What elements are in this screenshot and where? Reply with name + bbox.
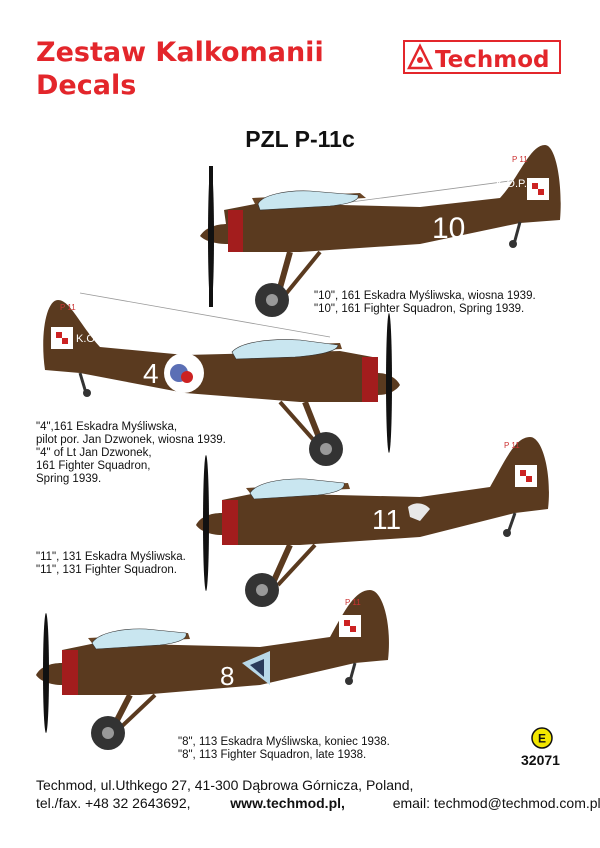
footer-phone: tel./fax. +48 32 2643692, <box>36 795 191 811</box>
aircraft-4: 4 K.O.P. P 11 <box>43 292 400 466</box>
footer-address: Techmod, ul.Uthkego 27, 41-300 Dąbrowa G… <box>36 777 414 793</box>
aircraft-profile-4: 8 P 11 <box>36 590 389 750</box>
caption-line: "4" of Lt Jan Dzwonek, <box>36 447 152 459</box>
caption-line: "11", 131 Fighter Squadron. <box>36 564 177 576</box>
aircraft-marking: K.O.P. <box>76 333 107 345</box>
tail-code: P 11 <box>504 441 520 450</box>
caption-aircraft-10: "10", 161 Eskadra Myśliwska, wiosna 1939… <box>314 290 536 316</box>
techmod-logo: Techmod <box>403 40 561 74</box>
e-mark-badge: E <box>531 727 553 749</box>
caption-aircraft-4: "4",161 Eskadra Myśliwska, pilot por. Ja… <box>36 421 226 486</box>
tail-code: P 11 <box>345 598 361 607</box>
aircraft-8: 8 P 11 <box>36 590 389 750</box>
aircraft-number: 8 <box>220 661 234 691</box>
page-title: Zestaw Kalkomanii Decals <box>36 36 324 102</box>
caption-line: Spring 1939. <box>36 473 102 485</box>
caption-line: "10", 161 Eskadra Myśliwska, wiosna 1939… <box>314 290 536 302</box>
footer-email[interactable]: email: techmod@techmod.com.pl <box>392 795 600 811</box>
model-name: PZL P-11c <box>245 126 355 152</box>
e-mark-letter: E <box>538 732 546 746</box>
aircraft-marking: K.O.P. <box>496 178 527 190</box>
footer: Techmod, ul.Uthkego 27, 41-300 Dąbrowa G… <box>36 776 600 812</box>
caption-line: "8", 113 Fighter Squadron, late 1938. <box>178 749 367 761</box>
footer-website-link[interactable]: www.techmod.pl, <box>230 795 345 811</box>
aircraft-profile-2: 4 K.O.P. P 11 <box>43 292 400 466</box>
aircraft-10: 10 K.O.P. P 11 <box>200 145 561 317</box>
caption-line: "8", 113 Eskadra Myśliwska, koniec 1938. <box>178 736 390 748</box>
aircraft-11: 11 P 11 <box>196 437 549 607</box>
footer-contacts: tel./fax. +48 32 2643692, www.techmod.pl… <box>36 794 600 812</box>
aircraft-profile-1: 10 K.O.P. P 11 <box>200 145 561 317</box>
aircraft-number: 4 <box>143 358 159 389</box>
tail-code: P 11 <box>512 155 528 164</box>
caption-line: "4",161 Eskadra Myśliwska, <box>36 421 178 433</box>
aircraft-profile-3: 11 P 11 <box>196 437 549 607</box>
caption-line: 161 Fighter Squadron, <box>36 460 151 472</box>
tail-code: P 11 <box>60 303 76 312</box>
aircraft-number: 11 <box>372 504 401 535</box>
aircraft-number: 10 <box>432 212 465 245</box>
title-line-2: Decals <box>36 70 137 101</box>
product-code: 32071 <box>521 752 560 768</box>
title-line-1: Zestaw Kalkomanii <box>36 37 324 68</box>
caption-aircraft-11: "11", 131 Eskadra Myśliwska. "11", 131 F… <box>36 551 186 577</box>
caption-line: "10", 161 Fighter Squadron, Spring 1939. <box>314 303 525 315</box>
brand-name: Techmod <box>435 47 549 73</box>
caption-aircraft-8: "8", 113 Eskadra Myśliwska, koniec 1938.… <box>178 736 390 762</box>
caption-line: "11", 131 Eskadra Myśliwska. <box>36 551 186 563</box>
caption-line: pilot por. Jan Dzwonek, wiosna 1939. <box>36 434 226 446</box>
